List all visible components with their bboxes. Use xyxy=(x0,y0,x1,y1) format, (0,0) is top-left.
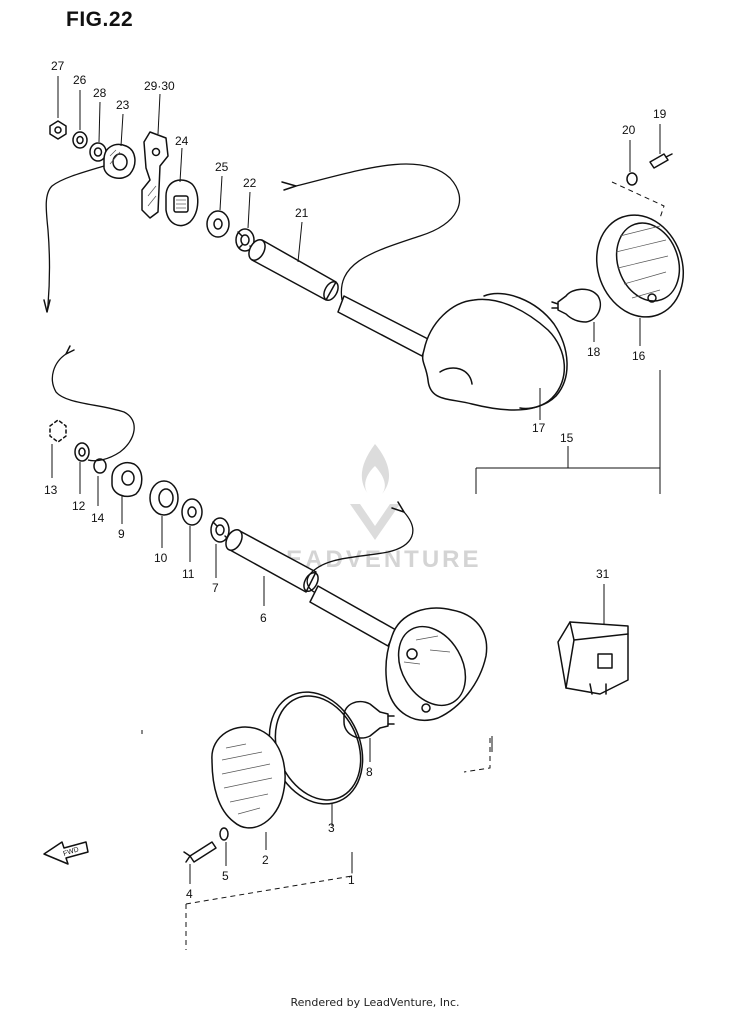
forward-arrow-icon: FWD xyxy=(43,841,89,865)
bracket-15-assembly xyxy=(475,370,661,494)
leader-23 xyxy=(120,113,124,147)
callout-3[interactable]: 3 xyxy=(328,821,335,835)
part-26-washer[interactable] xyxy=(72,131,88,149)
part-10-grommet[interactable] xyxy=(149,480,179,516)
part-25-washer[interactable] xyxy=(206,210,230,238)
svg-text:FWD: FWD xyxy=(62,846,79,858)
part-31-relay[interactable] xyxy=(557,621,629,695)
callout-21[interactable]: 21 xyxy=(295,206,309,220)
part-21-stem[interactable] xyxy=(246,237,341,303)
callout-27[interactable]: 27 xyxy=(51,59,65,73)
wire-terminal-lower-left xyxy=(65,345,75,355)
part-17-housing[interactable] xyxy=(337,292,568,411)
leader-28 xyxy=(98,101,101,143)
leader-29-30 xyxy=(157,93,161,135)
callout-11[interactable]: 11 xyxy=(182,567,195,581)
callout-25[interactable]: 25 xyxy=(215,160,229,174)
part-1-housing[interactable] xyxy=(309,585,488,721)
watermark-logo xyxy=(350,444,400,540)
callout-2[interactable]: 2 xyxy=(262,853,269,867)
callout-5[interactable]: 5 xyxy=(222,869,229,883)
callout-29-30[interactable]: 29·30 xyxy=(144,79,175,93)
wire-terminal-upper-right xyxy=(281,181,297,191)
callout-15[interactable]: 15 xyxy=(560,431,574,445)
callout-18[interactable]: 18 xyxy=(587,345,601,359)
dash-screw-path xyxy=(611,181,665,219)
callout-4[interactable]: 4 xyxy=(186,887,193,901)
part-5-washer[interactable] xyxy=(219,827,229,841)
callout-19[interactable]: 19 xyxy=(653,107,667,121)
wire-terminal-upper-left xyxy=(43,299,51,313)
footer-credit: Rendered by LeadVenture, Inc. xyxy=(290,996,460,1009)
part-24-grommet[interactable] xyxy=(165,179,199,227)
leader-21 xyxy=(297,221,303,263)
callout-6[interactable]: 6 xyxy=(260,611,267,625)
leader-25 xyxy=(219,175,223,211)
wire-upper-left xyxy=(45,165,105,313)
callout-14[interactable]: 14 xyxy=(91,511,105,525)
callout-20[interactable]: 20 xyxy=(622,123,636,137)
callout-13[interactable]: 13 xyxy=(44,483,58,497)
part-12-washer[interactable] xyxy=(74,442,90,462)
part-20-washer[interactable] xyxy=(626,172,638,186)
bracket-1-assembly xyxy=(185,852,353,950)
wire-lower-left xyxy=(51,353,135,462)
part-16-lens[interactable] xyxy=(583,203,698,329)
callout-10[interactable]: 10 xyxy=(154,551,168,565)
part-6-stem[interactable] xyxy=(223,527,321,594)
part-29-30-bracket[interactable] xyxy=(141,131,169,219)
callout-9[interactable]: 9 xyxy=(118,527,125,541)
part-11-washer[interactable] xyxy=(181,498,203,526)
wire-upper-right xyxy=(295,163,461,301)
callout-12[interactable]: 12 xyxy=(72,499,86,513)
part-13-nut[interactable] xyxy=(49,419,67,443)
part-9-grommet[interactable] xyxy=(111,462,143,498)
leader-24 xyxy=(179,147,183,183)
wire-lower-right xyxy=(306,511,414,595)
callout-8[interactable]: 8 xyxy=(366,765,373,779)
wire-terminal-lower-right xyxy=(391,501,405,513)
part-18-bulb[interactable] xyxy=(551,288,602,323)
callout-7[interactable]: 7 xyxy=(212,581,219,595)
callout-17[interactable]: 17 xyxy=(532,421,546,435)
part-19-screw[interactable] xyxy=(649,153,673,169)
part-14-washer[interactable] xyxy=(93,458,107,474)
leader-22 xyxy=(247,191,251,229)
part-7-lock-washer[interactable] xyxy=(210,517,230,543)
callout-22[interactable]: 22 xyxy=(243,176,257,190)
part-27-nut[interactable] xyxy=(49,120,67,140)
figure-title: FIG.22 xyxy=(66,8,134,31)
callout-23[interactable]: 23 xyxy=(116,98,130,112)
callout-28[interactable]: 28 xyxy=(93,86,107,100)
callout-16[interactable]: 16 xyxy=(632,349,646,363)
part-4-screw[interactable] xyxy=(183,841,217,863)
callout-31[interactable]: 31 xyxy=(596,567,610,581)
callout-24[interactable]: 24 xyxy=(175,134,189,148)
part-2-lens[interactable] xyxy=(211,726,286,829)
dash-housing-1 xyxy=(463,738,491,773)
part-23-grommet[interactable] xyxy=(103,143,136,180)
callout-1[interactable]: 1 xyxy=(348,873,355,887)
callout-26[interactable]: 26 xyxy=(73,73,87,87)
